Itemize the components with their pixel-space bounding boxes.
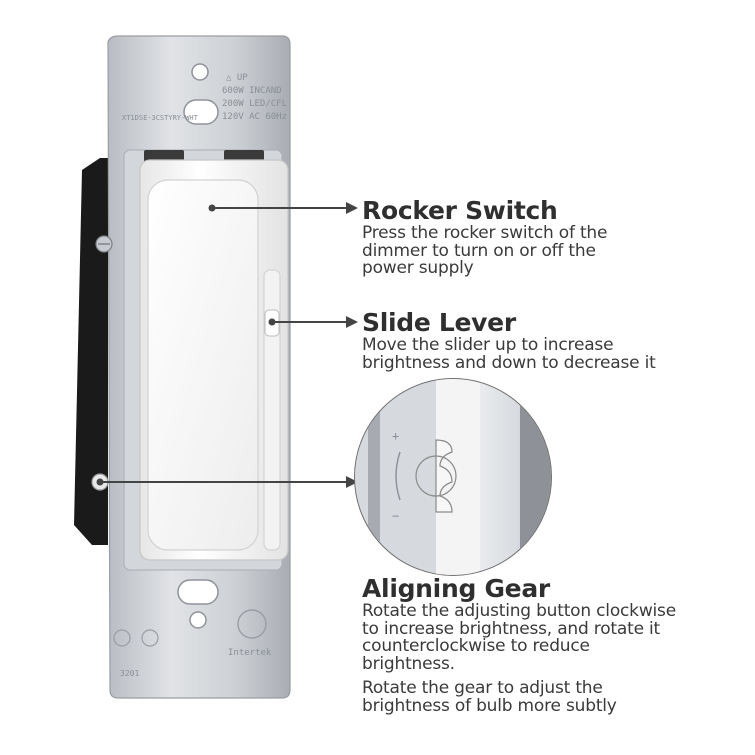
mounting-slot-bottom	[177, 579, 219, 605]
svg-text:−: −	[392, 509, 399, 523]
callout-desc-line: brightness of bulb more subtly	[362, 695, 617, 716]
callout-title: Slide Lever	[362, 308, 516, 337]
plate-up-mark: △ UP	[226, 73, 248, 83]
mounting-hole-bottom	[189, 611, 207, 629]
ground-mark-icon	[141, 629, 159, 647]
etl-mark-icon	[237, 609, 267, 639]
callout-desc-line: Rotate the adjusting button clockwise	[362, 601, 676, 621]
slide-leader	[268, 316, 358, 328]
callout-desc-line: brightness and down to decrease it	[362, 352, 656, 373]
cert-mark-icon	[113, 629, 131, 647]
callout-desc-line: power supply	[362, 258, 474, 278]
mounting-hole-top	[191, 63, 209, 81]
callout-aligning-gear: Aligning Gear Rotate the adjusting butto…	[362, 575, 676, 715]
svg-text:+: +	[392, 429, 399, 443]
plate-rating-2: 200W LED/CFL	[222, 99, 287, 109]
callout-desc-line: to increase brightness, and rotate it	[362, 618, 661, 639]
mounting-slot-top	[183, 99, 219, 125]
rocker-leader	[208, 202, 358, 214]
slide-lever-track	[263, 269, 281, 551]
plate-rating-1: 600W INCAND	[222, 86, 282, 96]
callout-desc-line: Press the rocker switch of the	[362, 223, 608, 243]
callout-title: Aligning Gear	[362, 574, 550, 603]
plate-lab-mark: Intertek	[228, 648, 272, 658]
rocker-switch-icon[interactable]	[147, 179, 259, 551]
callout-title: Rocker Switch	[362, 196, 558, 225]
callout-rocker-switch: Rocker Switch Press the rocker switch of…	[362, 197, 607, 278]
callout-desc-line: Rotate the gear to adjust the	[362, 678, 603, 698]
gear-leader	[96, 476, 358, 488]
plate-model-number: XT1DSE-3CSTYRY-WHT	[122, 114, 199, 122]
plate-rating-3: 120V AC 60Hz	[222, 112, 287, 122]
callout-desc-line: dimmer to turn on or off the	[362, 240, 596, 261]
callout-desc-line: counterclockwise to reduce	[362, 636, 590, 656]
plate-code: 3201	[120, 669, 139, 678]
callout-desc-line: Move the slider up to increase	[362, 335, 614, 355]
gear-zoom-view: + −	[354, 378, 552, 576]
callout-slide-lever: Slide Lever Move the slider up to increa…	[362, 309, 656, 372]
switch-back-body	[74, 158, 108, 545]
callout-desc-line: brightness.	[362, 653, 455, 674]
